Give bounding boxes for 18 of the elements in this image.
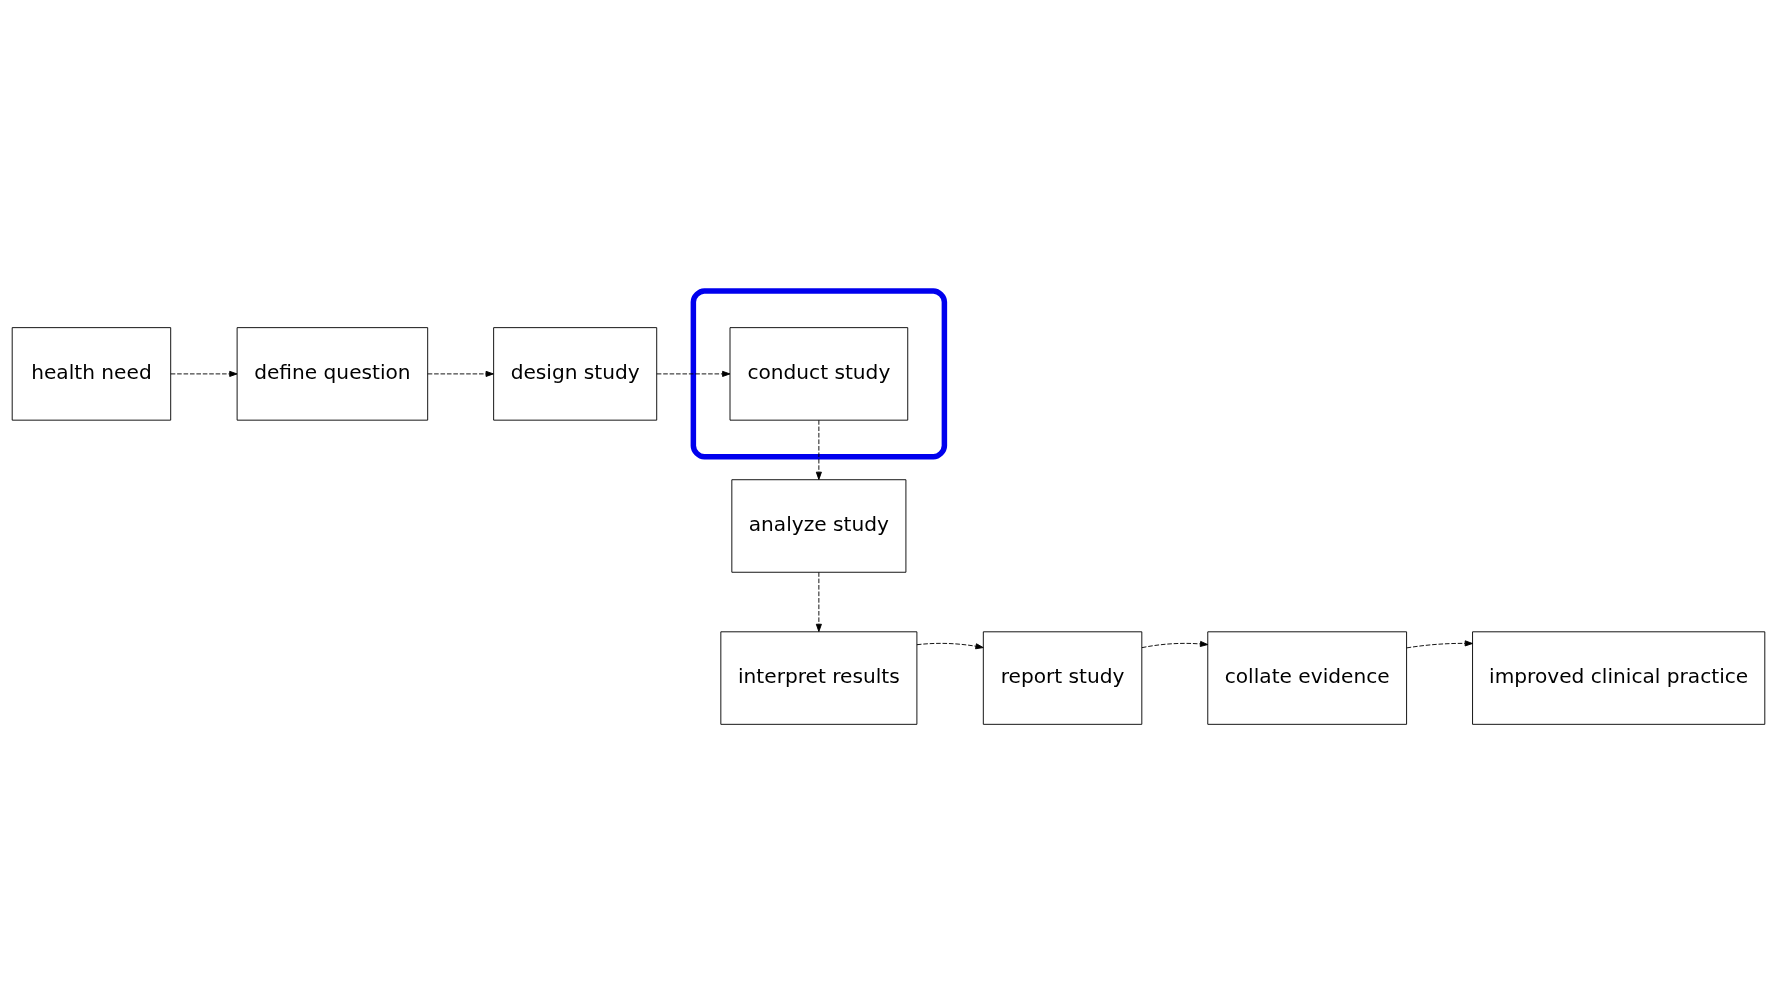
arrow: [170, 370, 238, 377]
node-box: report study: [982, 631, 1143, 725]
node-box: analyze study: [731, 479, 907, 573]
node-box: interpret results: [720, 631, 918, 725]
arrow: [1141, 640, 1209, 649]
node-box: design study: [493, 327, 658, 421]
arrow: [656, 370, 731, 377]
node-box: health need: [11, 327, 172, 421]
arrow: [815, 571, 822, 633]
node-box: define question: [236, 327, 429, 421]
arrow: [815, 419, 822, 480]
arrow: [1406, 640, 1473, 649]
node-box: conduct study: [729, 327, 909, 421]
cluster: [690, 288, 948, 460]
node-box: improved clinical practice: [1472, 631, 1766, 725]
arrow: [916, 642, 984, 650]
arrow: [427, 370, 494, 377]
node-box: collate evidence: [1207, 631, 1408, 725]
